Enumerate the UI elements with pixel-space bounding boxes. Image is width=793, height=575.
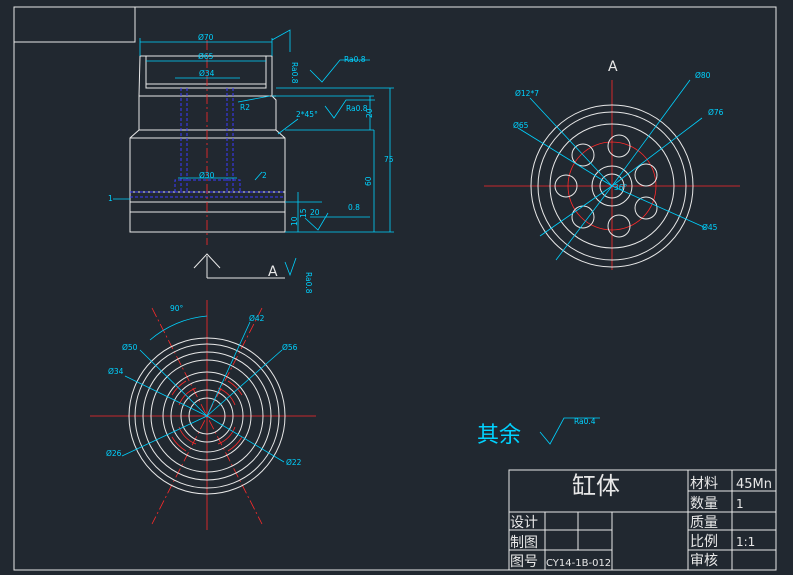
dim-d34: Ø34	[199, 69, 215, 78]
drawn-label: 制图	[510, 535, 538, 551]
dim-chamfer: 2*45°	[296, 110, 318, 119]
part-name: 缸体	[572, 472, 620, 500]
dim-08: 0.8	[348, 203, 360, 212]
dim-d30: Ø30	[199, 171, 215, 180]
dim-d34-bottom: Ø34	[108, 367, 124, 376]
roughness-top: Ra0.8	[344, 55, 366, 64]
drawing-frame	[13, 6, 777, 571]
dim-15: 15	[299, 208, 308, 218]
quantity-label: 数量	[690, 496, 718, 512]
dim-60: 60	[364, 176, 373, 186]
roughness-right: Ra0.8	[346, 104, 368, 113]
dim-d56: Ø56	[282, 343, 298, 352]
section-label-view: A	[608, 59, 618, 75]
scale-value: 1:1	[736, 535, 755, 549]
material-value: 45Mn	[736, 477, 772, 492]
corner-code-box	[13, 6, 136, 43]
roughness-side: Ra0.8	[290, 62, 299, 84]
general-roughness-note: 其余 Ra0.4	[477, 417, 600, 448]
dim-d70: Ø70	[198, 33, 214, 42]
dim-angle-90: 90°	[170, 304, 184, 313]
material-label: 材料	[690, 476, 718, 492]
mass-label: 质量	[690, 515, 718, 531]
drawing-no-value: CY14-1B-012	[546, 558, 611, 569]
dim-angle-36: 36°	[614, 183, 628, 192]
general-roughness-label: 其余	[477, 423, 521, 448]
dim-d26: Ø26	[106, 449, 122, 458]
dim-20: 20	[365, 108, 374, 118]
dim-d22: Ø22	[286, 458, 302, 467]
quantity-value: 1	[736, 497, 744, 511]
drawing-no-label: 图号	[510, 554, 538, 570]
dim-1: 1	[108, 194, 113, 203]
review-label: 审核	[690, 553, 718, 569]
dim-d80: Ø80	[695, 71, 711, 80]
dim-2: 2	[262, 171, 267, 180]
scale-label: 比例	[690, 534, 718, 550]
dim-d45: Ø45	[702, 223, 718, 232]
design-label: 设计	[510, 515, 538, 531]
general-roughness-value: Ra0.4	[574, 417, 596, 426]
dim-20b: 20	[310, 208, 320, 217]
front-view: Ø70 Ø65 Ø34 Ø30 R2 2*45° 2 1 20 75 60 15…	[108, 29, 394, 294]
section-label-front: A	[268, 264, 278, 280]
dim-75: 75	[384, 155, 394, 164]
dim-r2: R2	[240, 103, 250, 112]
dim-d76: Ø76	[708, 108, 724, 117]
dim-d12x7: Ø12*7	[515, 89, 539, 98]
dim-d50: Ø50	[122, 343, 138, 352]
dim-d65-view: Ø65	[513, 121, 529, 130]
bottom-view: 90° Ø42 Ø50 Ø56 Ø34 Ø26 Ø22	[90, 300, 316, 530]
top-right-view: A Ø80 Ø76 Ø12*7 Ø65 Ø45 36°	[484, 59, 740, 270]
dim-d65: Ø65	[198, 52, 214, 61]
roughness-bottom: Ra0.8	[304, 272, 313, 294]
title-block: 缸体 材料 45Mn 数量 1 质量 比例 1:1 审核 设计 制图 图号 CY…	[508, 469, 777, 571]
dim-10: 10	[290, 216, 299, 226]
dim-d42: Ø42	[249, 314, 265, 323]
